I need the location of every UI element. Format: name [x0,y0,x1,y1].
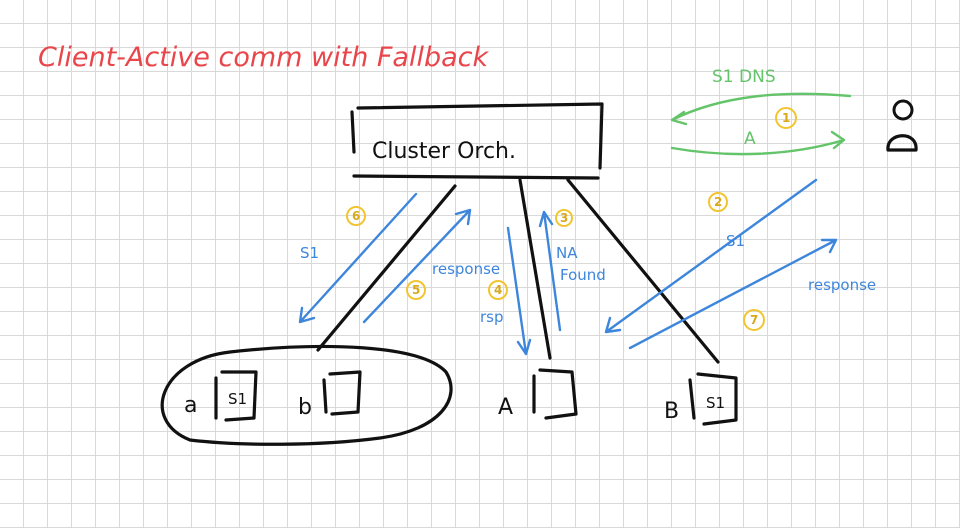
node-B-box-label: S1 [706,394,725,412]
step-marker-5: 5 [406,280,426,300]
svg-text:6: 6 [352,209,360,223]
diagram-title: Client-Active comm with Fallback [38,42,490,73]
orchestrator-box-bottom [352,174,600,180]
cluster-group: a S1 b [160,344,453,446]
node-a-box-label: S1 [228,390,247,408]
node-A-label: A [498,395,513,420]
node-b-box [322,370,362,416]
label-response-from-B: response [808,276,876,294]
arrow-response-from-B [628,238,838,350]
link-orch-to-A [518,178,552,360]
step-marker-7: 7 [743,309,765,331]
link-orch-to-cluster [316,184,457,352]
dns-response-arrow [670,130,846,156]
label-request-to-cluster: S1 [300,244,319,262]
dns-request-arrow [670,92,852,126]
svg-text:4: 4 [494,283,502,297]
node-A: A [498,368,578,420]
svg-text:2: 2 [714,195,722,209]
node-a-label: a [184,393,197,418]
svg-text:3: 3 [560,211,568,225]
node-b-label: b [298,395,312,420]
label-not-found-1: NA [556,244,578,262]
step-marker-3: 3 [555,209,573,227]
dns-exchange: S1 DNS A [670,67,852,156]
arrow-request-to-cluster [298,192,418,324]
arrow-not-found [538,210,562,332]
cluster-ellipse [160,344,453,446]
orchestrator-node: Cluster Orch. [350,102,604,180]
node-a-box [214,370,258,422]
link-orch-to-B [566,178,720,364]
dns-response-label: A [744,129,756,149]
step-marker-6: 6 [346,206,366,226]
step-marker-4: 4 [488,280,508,300]
svg-text:5: 5 [412,283,420,297]
label-rsp: rsp [480,308,504,326]
orchestrator-box-top-right [356,102,604,170]
orchestrator-label: Cluster Orch. [372,139,516,164]
node-B: B S1 [664,372,738,426]
label-not-found-2: Found [560,266,606,284]
svg-text:7: 7 [750,313,758,327]
node-B-label: B [664,399,679,424]
arrow-request-to-B [604,178,818,334]
arrow-rsp-to-A [506,226,532,356]
orchestrator-box-left [350,110,356,154]
client-person-icon [886,99,918,152]
node-B-box [688,372,738,426]
label-response-from-cluster: response [432,260,500,278]
dns-label: S1 DNS [712,67,776,87]
svg-text:1: 1 [782,111,790,125]
node-A-box [532,368,578,420]
arrow-response-from-cluster [362,208,472,324]
label-request-to-B: S1 [726,232,745,250]
step-marker-1: 1 [775,107,797,129]
step-marker-2: 2 [708,192,728,212]
